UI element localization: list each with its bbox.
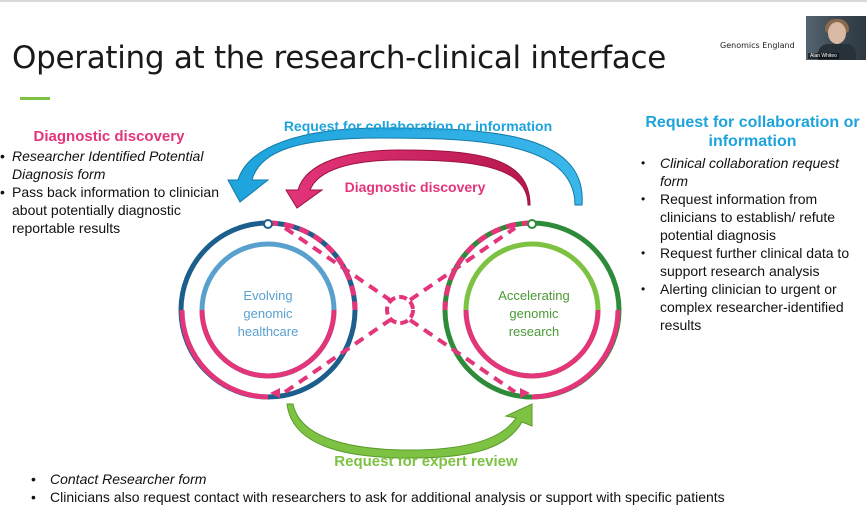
right-circle-group	[442, 219, 622, 400]
expert-review-panel: Contact Researcher form Clinicians also …	[30, 470, 860, 506]
left-panel-list: Researcher Identified Potential Diagnosi…	[0, 147, 234, 237]
list-item-text: Researcher Identified Potential Diagnosi…	[12, 148, 204, 182]
list-item: Request further clinical data to support…	[640, 244, 865, 280]
expert-review-arrow-label: Request for expert review	[334, 453, 518, 470]
brand-logo-text: Genomics England	[720, 41, 795, 50]
slide-title: Operating at the research-clinical inter…	[12, 40, 666, 76]
left-panel-heading: Diagnostic discovery	[33, 128, 185, 145]
list-item-text: Request further clinical data to support…	[660, 245, 850, 279]
collaboration-arrow-label: Request for collaboration or information	[284, 118, 552, 134]
left-circle-label-line-1: Evolving	[243, 288, 292, 303]
list-item-text: Contact Researcher form	[50, 471, 207, 487]
left-circle-group	[178, 219, 358, 400]
right-circle-label-line-2: genomic	[509, 306, 559, 321]
top-border	[0, 0, 867, 2]
presenter-name-label: Alan Whiteo	[808, 53, 839, 59]
title-underline	[20, 97, 50, 100]
right-panel-list: Clinical collaboration request form Requ…	[640, 154, 865, 334]
list-item-text: Clinical collaboration request form	[660, 155, 839, 189]
list-item-text: Alerting clinician to urgent or complex …	[660, 281, 844, 333]
list-item: Researcher Identified Potential Diagnosi…	[0, 147, 234, 183]
list-item-text: Request information from clinicians to e…	[660, 191, 836, 243]
right-circle-label-line-3: research	[509, 324, 560, 339]
left-circle-label-line-3: healthcare	[238, 324, 299, 339]
list-item: Pass back information to clinician about…	[0, 183, 234, 237]
list-item-text: Pass back information to clinician about…	[12, 184, 219, 236]
right-circle-label-line-1: Accelerating	[498, 288, 570, 303]
expert-review-arrow	[286, 403, 533, 459]
list-item: Clinicians also request contact with res…	[30, 488, 860, 506]
list-item: Clinical collaboration request form	[640, 154, 865, 190]
right-panel-heading: Request for collaboration or information	[645, 114, 860, 150]
collaboration-panel: Request for collaboration or information…	[640, 113, 865, 334]
list-item-text: Clinicians also request contact with res…	[50, 489, 725, 505]
list-item: Request information from clinicians to e…	[640, 190, 865, 244]
diagnostic-discovery-arrow	[285, 149, 531, 209]
bottom-list: Contact Researcher form Clinicians also …	[30, 470, 860, 506]
presenter-webcam-thumbnail[interactable]: Alan Whiteo	[806, 16, 866, 60]
left-circle-label-line-2: genomic	[243, 306, 293, 321]
list-item: Contact Researcher form	[30, 470, 860, 488]
list-item: Alerting clinician to urgent or complex …	[640, 280, 865, 334]
center-crossing	[283, 226, 517, 394]
diagnostic-discovery-panel: Diagnostic discovery Researcher Identifi…	[0, 128, 234, 237]
diagnostic-discovery-arrow-label: Diagnostic discovery	[345, 179, 486, 195]
presenter-face	[828, 22, 846, 44]
